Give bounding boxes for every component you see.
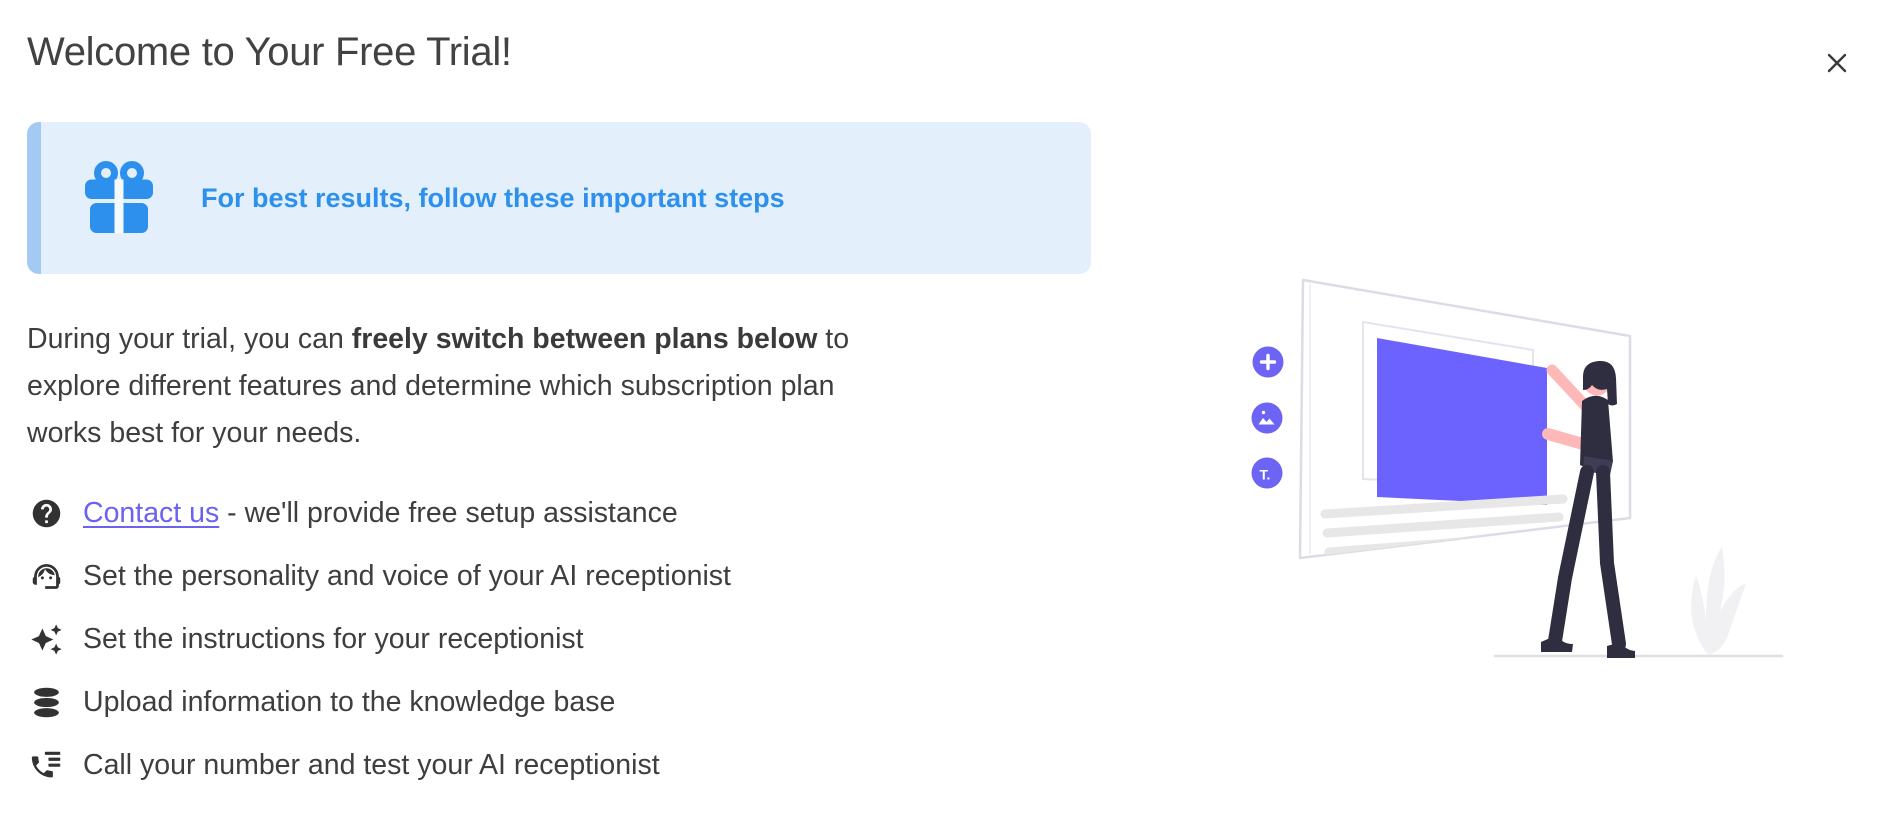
intro-line: During your trial, you can freely switch…: [27, 323, 850, 355]
support-agent-icon: [30, 560, 63, 593]
person: [1541, 360, 1635, 658]
step-item: Call your number and test your AI recept…: [30, 734, 1130, 797]
intro-line: explore different features and determine…: [27, 370, 835, 402]
step-label: Set the personality and voice of your AI…: [83, 560, 731, 592]
info-banner: For best results, follow these important…: [27, 122, 1091, 274]
help-icon: [30, 497, 63, 530]
contact-us-link[interactable]: Contact us: [83, 497, 220, 529]
step-label: Call your number and test your AI recept…: [83, 749, 660, 781]
intro-paragraph: During your trial, you can freely switch…: [27, 316, 1127, 457]
phone-list-icon: [30, 749, 63, 782]
step-label: - we'll provide free setup assistance: [219, 497, 678, 529]
step-item: Upload information to the knowledge base: [30, 671, 1130, 734]
steps-list: Contact us - we'll provide free setup as…: [30, 482, 1130, 797]
gift-icon: [85, 161, 153, 233]
close-icon: [1827, 53, 1847, 73]
step-item: Contact us - we'll provide free setup as…: [30, 482, 1130, 545]
database-icon: [30, 686, 63, 719]
plant: [1691, 547, 1746, 655]
sparkles-icon: [30, 623, 63, 656]
purple-panel: [1377, 338, 1547, 505]
step-label: Set the instructions for your receptioni…: [83, 623, 584, 655]
banner-text: For best results, follow these important…: [201, 182, 785, 213]
intro-line: works best for your needs.: [27, 417, 362, 449]
svg-text:T.: T.: [1260, 467, 1271, 483]
text-icon: T.: [1251, 457, 1283, 489]
illustration-graphic: T.: [1251, 278, 1784, 658]
step-label: Upload information to the knowledge base: [83, 686, 616, 718]
plus-icon: [1252, 346, 1284, 378]
close-button[interactable]: [1816, 42, 1858, 84]
step-item: Set the personality and voice of your AI…: [30, 545, 1130, 608]
image-icon: [1251, 402, 1283, 434]
step-item: Set the instructions for your receptioni…: [30, 608, 1130, 671]
page-title: Welcome to Your Free Trial!: [27, 30, 512, 74]
